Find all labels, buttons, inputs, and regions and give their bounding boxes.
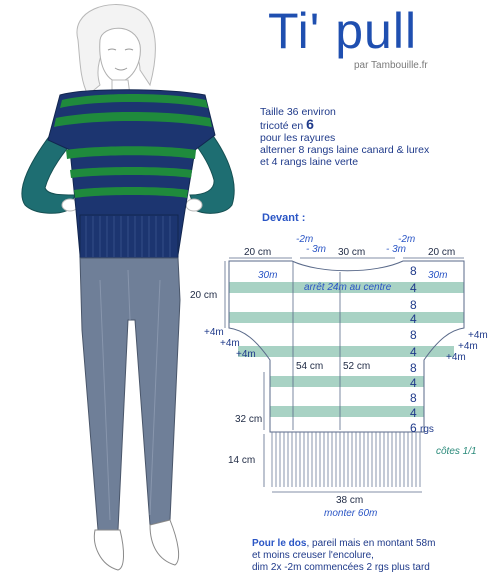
green-stripe-2 bbox=[54, 112, 212, 127]
back-instructions: Pour le dos, pareil mais en montant 58m … bbox=[252, 538, 435, 574]
label-inc-right-3: +4m bbox=[446, 352, 466, 363]
label-stop-note: arrêt 24m au centre bbox=[304, 282, 392, 293]
info-green: et 4 rangs laine verte bbox=[260, 156, 359, 168]
schematic-stripes bbox=[229, 282, 464, 417]
row-count-6: 4 bbox=[410, 345, 417, 359]
row-count-7: 8 bbox=[410, 361, 417, 375]
jeans bbox=[79, 257, 181, 531]
label-sleeve-height: 20 cm bbox=[190, 290, 218, 301]
label-top-right-width: 20 cm bbox=[428, 247, 456, 258]
dimension-lines bbox=[224, 257, 464, 493]
left-shoe bbox=[93, 529, 124, 571]
label-stitches-right: 30m bbox=[428, 270, 448, 281]
row-count-10: 4 bbox=[410, 406, 417, 420]
label-dec-right-a: -2m bbox=[398, 234, 416, 245]
schematic-ribbing bbox=[271, 432, 421, 487]
green-stripe-4 bbox=[70, 167, 192, 178]
page-subtitle: par Tambouille.fr bbox=[354, 60, 428, 71]
page-title: Ti' pull bbox=[268, 3, 418, 59]
label-height-center: 52 cm bbox=[343, 361, 371, 372]
info-alternate: alterner 8 rangs laine canard & lurex bbox=[260, 144, 430, 156]
info-stripes: pour les rayures bbox=[260, 132, 336, 144]
row-count-last: 6 rgs bbox=[410, 421, 434, 435]
label-bottom-width: 38 cm bbox=[336, 495, 364, 506]
face bbox=[99, 27, 141, 83]
label-dec-left-b: - 3m bbox=[306, 244, 326, 255]
pattern-info: Taille 36 environ tricoté en 6 pour les … bbox=[260, 106, 429, 168]
back-heading: Pour le dos bbox=[252, 538, 307, 549]
schematic-outline bbox=[228, 260, 465, 433]
label-cast-on: monter 60m bbox=[324, 508, 378, 519]
back-line-1: Pour le dos, pareil mais en montant 58m bbox=[252, 538, 435, 550]
row-count-last-value: 6 bbox=[410, 421, 417, 435]
info-needle: tricoté en 6 bbox=[260, 116, 429, 132]
green-stripe-5 bbox=[74, 187, 188, 198]
back-line-2: et moins creuser l'encolure, bbox=[252, 550, 374, 561]
section-title-front: Devant : bbox=[262, 212, 306, 224]
info-needle-prefix: tricoté en bbox=[260, 120, 304, 132]
label-stitches-left: 30m bbox=[258, 270, 278, 281]
right-shoe bbox=[149, 519, 180, 566]
label-inc-right-2: +4m bbox=[458, 341, 478, 352]
row-count-9: 8 bbox=[410, 391, 417, 405]
label-inc-left-2: +4m bbox=[220, 338, 240, 349]
info-needle-number: 6 bbox=[306, 116, 314, 132]
row-count-2: 4 bbox=[410, 281, 417, 295]
label-top-left-width: 20 cm bbox=[244, 247, 272, 258]
label-rib-height: 14 cm bbox=[228, 455, 256, 466]
row-count-8: 4 bbox=[410, 376, 417, 390]
back-line-1-text: , pareil mais en montant 58m bbox=[306, 538, 436, 549]
label-dec-left-a: -2m bbox=[296, 234, 314, 245]
green-stripe-1 bbox=[60, 94, 208, 108]
label-rib-type: côtes 1/1 bbox=[436, 446, 477, 457]
green-stripe-3 bbox=[66, 146, 196, 159]
label-inc-left-3: +4m bbox=[236, 349, 256, 360]
row-count-3: 8 bbox=[410, 298, 417, 312]
label-top-center-width: 30 cm bbox=[338, 247, 366, 258]
woman-illustration bbox=[21, 4, 235, 571]
label-inc-left-1: +4m bbox=[204, 327, 224, 338]
row-count-5: 8 bbox=[410, 328, 417, 342]
back-line-3: dim 2x -2m commencées 2 rgs plus tard bbox=[252, 562, 430, 573]
label-height-left: 54 cm bbox=[296, 361, 324, 372]
info-size: Taille 36 environ bbox=[260, 106, 336, 118]
row-count-unit: rgs bbox=[420, 424, 434, 435]
label-inc-right-1: +4m bbox=[468, 330, 488, 341]
label-dec-right-b: - 3m bbox=[386, 244, 406, 255]
label-body-height: 32 cm bbox=[235, 414, 263, 425]
row-count-1: 8 bbox=[410, 264, 417, 278]
row-count-4: 4 bbox=[410, 312, 417, 326]
